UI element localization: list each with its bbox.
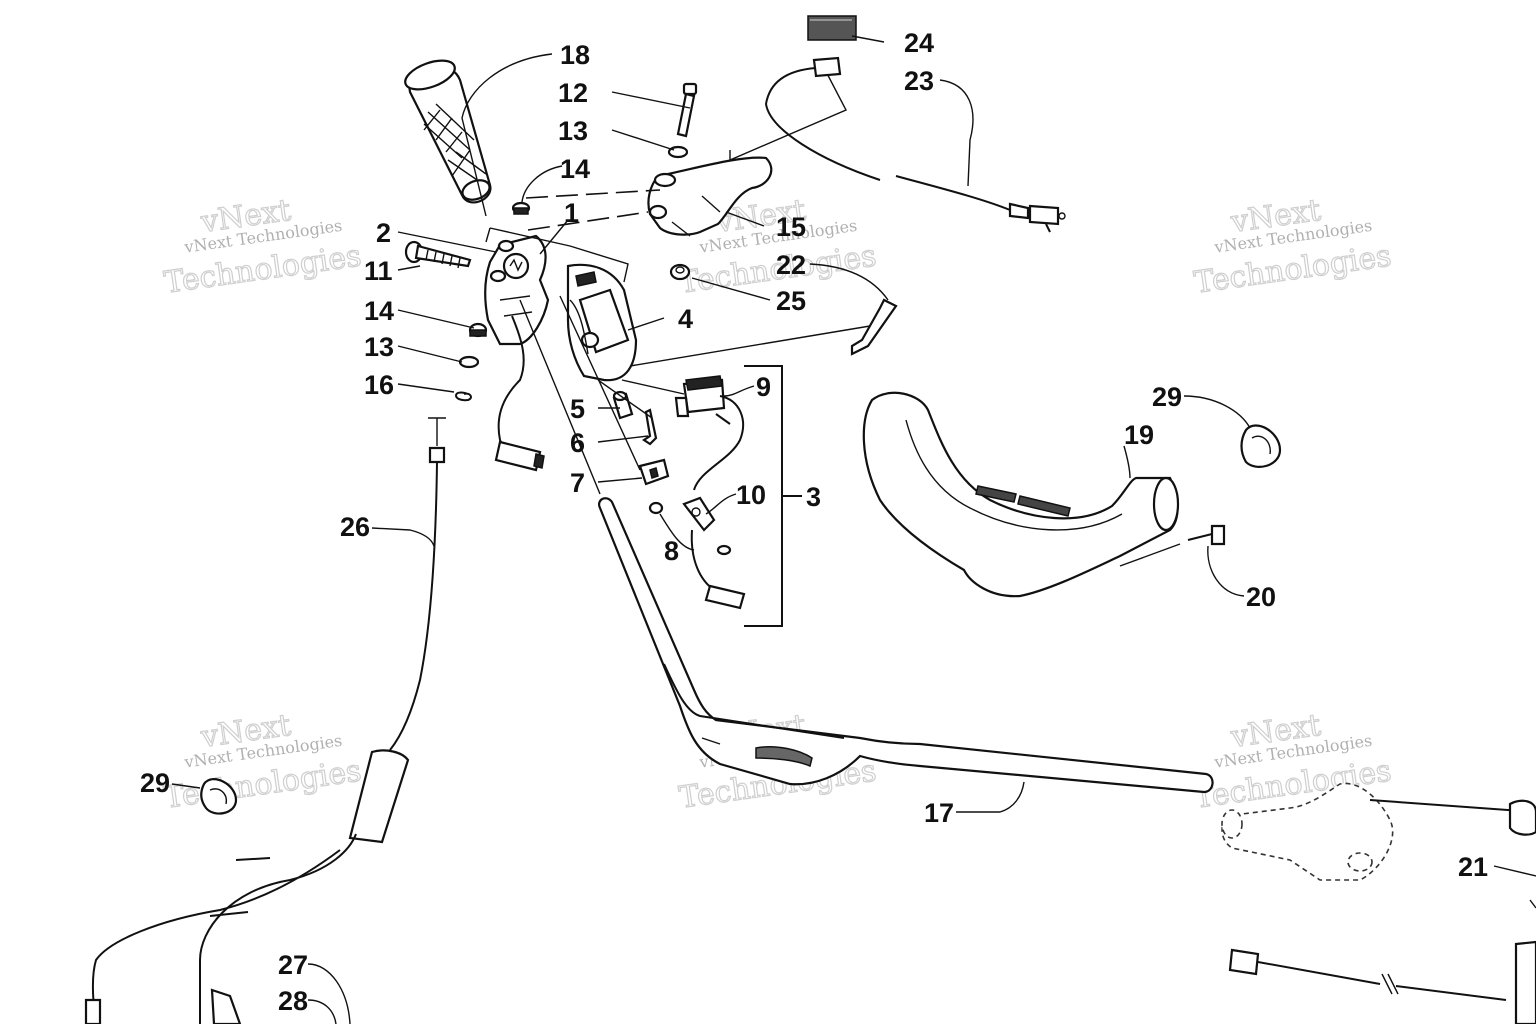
screw-part-11 xyxy=(404,240,472,269)
callout-4: 4 xyxy=(678,304,693,334)
callout-25: 25 xyxy=(776,286,806,316)
callout-23: 23 xyxy=(904,66,934,96)
callout-27: 27 xyxy=(278,950,308,980)
callout-9: 9 xyxy=(756,372,771,402)
callout-1: 1 xyxy=(564,198,579,228)
clip-part-22 xyxy=(850,298,898,356)
left-control-part-21 xyxy=(1221,782,1536,881)
throttle-housing-part-1 xyxy=(484,234,550,346)
callout-29-top: 29 xyxy=(1152,382,1182,412)
watermark-bottom-left: vNext vNext Technologies Technologies xyxy=(161,707,364,816)
callout-7: 7 xyxy=(570,468,585,498)
washer-part-13-low xyxy=(458,355,480,369)
callout-13-top: 13 xyxy=(558,116,588,146)
callout-13-low: 13 xyxy=(364,332,394,362)
brake-lever-part-15 xyxy=(647,156,773,237)
callout-18: 18 xyxy=(560,40,590,70)
callout-15: 15 xyxy=(776,212,806,242)
leader-lines xyxy=(171,35,1536,1024)
bushing-part-14-low xyxy=(468,322,488,338)
callout-26: 26 xyxy=(340,512,370,542)
callout-24: 24 xyxy=(904,28,934,58)
callout-22: 22 xyxy=(776,250,806,280)
handlebar-pad-part-19 xyxy=(862,391,1180,598)
callout-11: 11 xyxy=(364,256,393,286)
clamp-part-29-bottom xyxy=(200,778,238,815)
washer-part-13-top xyxy=(667,145,689,159)
bolt-part-12 xyxy=(676,82,698,138)
callout-16: 16 xyxy=(364,370,394,400)
nut-part-25 xyxy=(669,263,691,281)
bushing-part-14-top xyxy=(511,201,531,215)
callout-labels: 18 12 13 14 1 2 11 14 13 16 4 5 6 7 8 9 … xyxy=(140,28,1488,1016)
grip-part xyxy=(404,59,492,204)
screw-part-8 xyxy=(648,501,732,556)
callout-5: 5 xyxy=(570,394,585,424)
bushing-part-5 xyxy=(612,390,634,420)
callout-8: 8 xyxy=(664,536,679,566)
leader-19-pad-to-bar xyxy=(1119,543,1181,567)
screw-part-20 xyxy=(1187,524,1226,546)
magnet-part-7 xyxy=(638,458,670,486)
callout-10: 10 xyxy=(736,480,766,510)
leader-22-clip-to-housing xyxy=(629,325,871,367)
alignment-lines xyxy=(519,295,685,495)
callout-2: 2 xyxy=(376,218,391,248)
throttle-cable-part-26 xyxy=(84,417,446,1024)
callout-12: 12 xyxy=(558,78,588,108)
callout-14-low: 14 xyxy=(364,296,394,326)
callout-20: 20 xyxy=(1246,582,1276,612)
hand-warmer-cable xyxy=(1228,899,1536,1024)
leader-15-lever xyxy=(525,189,661,231)
callout-6: 6 xyxy=(570,428,585,458)
handlebar-part-17 xyxy=(598,497,1214,794)
spring-part-6 xyxy=(642,408,658,446)
clamp-part-29-top xyxy=(1240,424,1282,468)
callout-14-top: 14 xyxy=(560,154,590,184)
callout-17: 17 xyxy=(924,798,954,828)
throttle-wire-harness xyxy=(494,315,545,472)
callout-29-bottom: 29 xyxy=(140,768,170,798)
switch-part-9 xyxy=(674,375,745,491)
reflector-part-24 xyxy=(807,15,857,41)
bracket-callout-3 xyxy=(744,365,802,627)
watermark-top-left: vNext vNext Technologies Technologies xyxy=(161,192,364,301)
clip-part-16 xyxy=(455,391,472,402)
watermark-group: vNext vNext Technologies Technologies vN… xyxy=(161,192,1394,816)
watermark-top-right: vNext vNext Technologies Technologies xyxy=(1191,192,1394,301)
callout-28: 28 xyxy=(278,986,308,1016)
bracket-callout-1 xyxy=(485,227,629,283)
callout-21: 21 xyxy=(1458,852,1488,882)
callout-3: 3 xyxy=(806,482,821,512)
switch-cable-part-23 xyxy=(764,56,1066,233)
harness-part-10 xyxy=(682,496,746,610)
callout-19: 19 xyxy=(1124,420,1154,450)
switch-housing-part-4 xyxy=(566,263,638,382)
